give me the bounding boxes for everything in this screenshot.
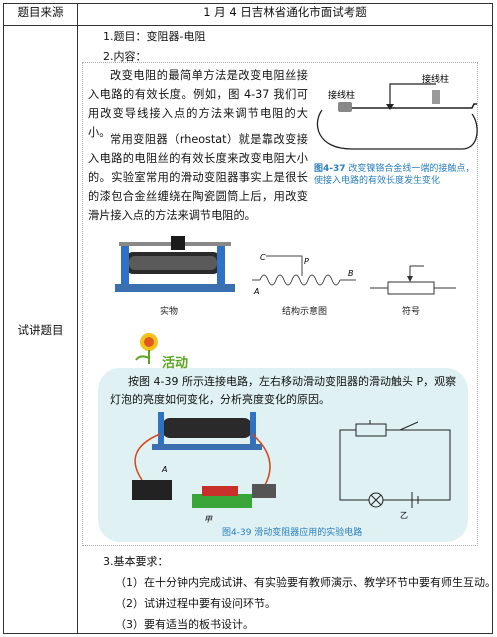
activity-box [98,368,468,542]
experiment-letter-a: A [161,465,167,474]
schematic-letter-a: A [253,287,259,296]
content-label: 2.内容： [103,50,147,63]
figure-4-39-caption: 图4-39 滑动变阻器应用的实验电路 [222,528,363,538]
trial-topic-label: 试讲题目 [3,25,78,634]
symbol-label: 符号 [402,307,421,317]
figure-4-37-number: 图4-37 [314,164,346,174]
experiment-setup-illustration: A 甲 [132,412,276,524]
header-source-label: 题目来源 [3,3,78,26]
requirement-item-1: （1）在十分钟内完成试讲、有实验要有教师演示、教学环节中要有师生互动。 [115,576,496,589]
circuit-label-yi: 乙 [400,511,408,520]
header-source-value: 1 月 4 日吉林省通化市面试考题 [77,3,493,26]
schematic-letter-p: P [304,257,309,266]
schematic-label: 结构示意图 [282,307,328,317]
rheostat-photo [115,236,235,292]
figure-4-37-label-right: 接线柱 [422,73,449,85]
figure-4-37-caption: 改变镍铬合金线一端的接触点，使接入电路的有效长度发生变化 [314,164,475,186]
circuit-diagram: 乙 [339,420,451,520]
rheostat-schematic: C P A B [252,253,356,296]
schematic-letter-c: C [260,253,266,262]
activity-label: 活动 [162,356,189,371]
paragraph-2: 常用变阻器（rheostat）就是靠改变接入电路的电阻丝的有效长度来改变电阻大小… [88,133,308,222]
textbook-excerpt-frame [82,62,478,546]
experiment-letter-jia: 甲 [204,515,213,524]
paragraph-1: 改变电阻的最简单方法是改变电阻丝接入电路的有效长度。例如，图 4-37 我们可用… [88,69,308,139]
activity-text: 按图 4-39 所示连接电路，左右移动滑动变阻器的滑动触头 P，观察灯泡的亮度如… [110,375,457,406]
requirements-title: 3.基本要求： [103,555,169,568]
schematic-letter-b: B [348,269,354,278]
figure-4-37-diagram: 接线柱 接线柱 [316,73,478,150]
rheostat-symbol [370,265,456,295]
topic-line: 1.题目：变阻器-电阻 [103,30,206,43]
activity-flower-icon [135,333,158,364]
photo-label: 实物 [160,307,179,317]
requirement-item-2: （2）试讲过程中要有设问环节。 [115,597,276,610]
requirement-item-3: （3）要有适当的板书设计。 [115,618,254,631]
figure-4-37-label-left: 接线柱 [328,89,355,101]
